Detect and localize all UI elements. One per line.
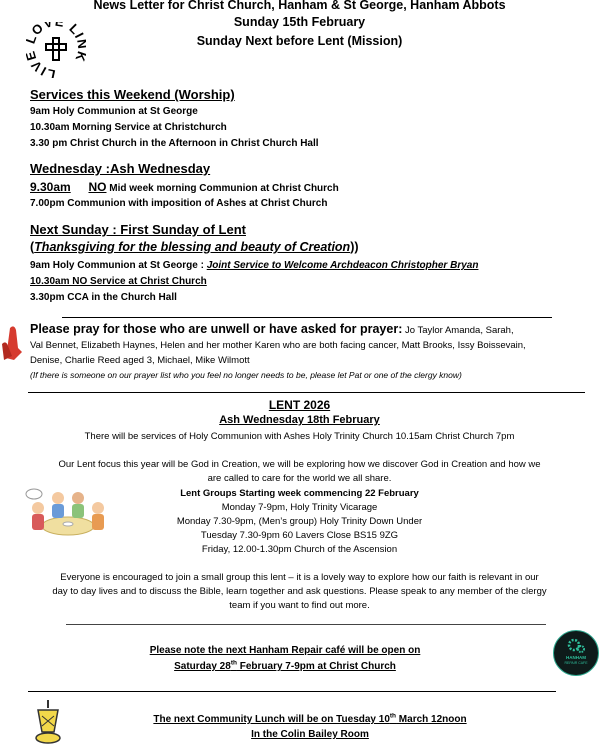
next-sunday-item-1: 9am Holy Communion at St George : Joint … [30,260,479,271]
wednesday-item-2: 7.00pm Communion with imposition of Ashe… [30,198,328,209]
wednesday-time: 9.30am [30,180,71,194]
no-word: NO [88,180,107,194]
newsletter-title: News Letter for Christ Church, Hanham & … [93,0,506,12]
repair-line-2: Saturday 28th February 7-9pm at Christ C… [174,659,396,672]
next-sunday-item-3: 3.30pm CCA in the Church Hall [30,292,177,303]
wednesday-heading: Wednesday :Ash Wednesday [30,161,211,176]
lent-group: Monday 7-9pm, Holy Trinity Vicarage [221,502,378,513]
group-discussion-illustration [25,488,104,536]
prayer-heading: Please pray for those who are unwell or … [30,322,403,336]
next-sunday-subheading: (Thanksgiving for the blessing and beaut… [30,240,359,254]
service-item: 9am Holy Communion at St George [30,106,198,117]
repair-line-1: Please note the next Hanham Repair café … [149,645,421,656]
prayer-names-2: Val Bennet, Elizabeth Haynes, Helen and … [30,340,526,351]
newsletter-date: Sunday 15th February [233,15,366,29]
gear-icon [567,638,585,653]
lent-focus-1: Our Lent focus this year will be God in … [58,459,541,470]
prayer-note: (If there is someone on our prayer list … [30,370,462,380]
divider [66,624,546,625]
wednesday-item-1: 9.30am NO Mid week morning Communion at … [30,178,339,198]
newsletter-subtitle: Sunday Next before Lent (Mission) [196,34,403,48]
next-sunday-heading: Next Sunday : First Sunday of Lent [30,222,246,237]
lent-group: Tuesday 7.30-9pm 60 Lavers Close BS15 9Z… [200,530,399,541]
service-item: 3.30 pm Christ Church in the Afternoon i… [30,138,319,149]
divider [28,691,556,692]
service-item: 10.30am Morning Service at Christchurch [30,122,227,133]
lent-encourage-3: team if you want to find out more. [229,600,370,611]
repair-cafe-logo: HANHAM REPAIR CAFE [553,630,599,676]
lent-groups-heading: Lent Groups Starting week commencing 22 … [180,488,419,499]
praying-hands-icon [2,326,22,360]
lent-encourage-1: Everyone is encouraged to join a small g… [60,572,539,583]
lunch-line-2: In the Colin Bailey Room [251,729,369,740]
repair-logo-text-2: REPAIR CAFE [564,661,588,665]
repair-logo-text-1: HANHAM [566,655,586,660]
lunch-line-1: The next Community Lunch will be on Tues… [153,712,467,725]
prayer-names-3: Denise, Charlie Reed aged 3, Michael, Mi… [30,355,250,366]
services-heading: Services this Weekend (Worship) [30,87,235,102]
live-love-link-logo: LIVE LOVE LINK [26,22,86,78]
lent-group: Friday, 12.00-1.30pm Church of the Ascen… [201,544,398,555]
lent-title: LENT 2026 [268,398,331,412]
divider [28,392,585,393]
ash-services: There will be services of Holy Communion… [84,431,515,442]
ash-wednesday-date: Ash Wednesday 18th February [219,414,380,426]
next-sunday-item-2: 10.30am NO Service at Christ Church [30,276,207,287]
cross-icon [45,37,67,61]
lent-encourage-2: day to day lives and to discuss the Bibl… [52,586,547,597]
prayer-names-1: Jo Taylor Amanda, Sarah, [402,325,514,336]
divider [62,317,552,318]
wednesday-item-1-text: Mid week morning Communion at Christ Chu… [106,183,339,194]
lent-group: Monday 7.30-9pm, (Men’s group) Holy Trin… [176,516,423,527]
lent-focus-2: are called to care for the world we all … [207,473,392,484]
prayer-block: Please pray for those who are unwell or … [30,322,595,338]
church-bell-icon [35,700,61,744]
